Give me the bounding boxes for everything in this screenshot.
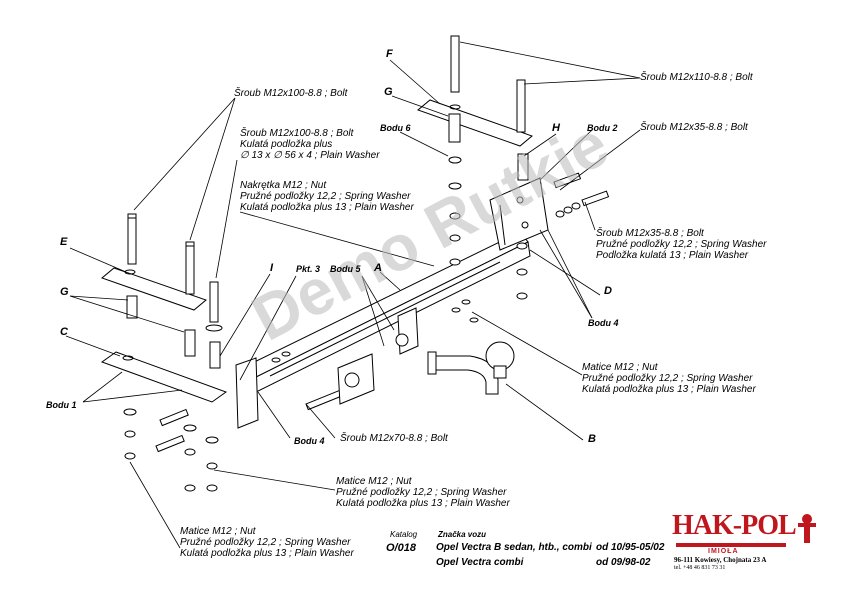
crossbar-beam — [237, 231, 531, 397]
washer-stack — [123, 156, 581, 492]
spacer-g-left-3 — [209, 341, 221, 369]
spacer-h — [517, 153, 529, 181]
callout-bolt-m12x100-washer: Šroub M12x100-8.8 ; Bolt Kulatá podložka… — [240, 128, 380, 161]
label-bodu-4-right: Bodu 4 — [588, 318, 619, 328]
car-1-date: od 10/95-05/02 — [596, 542, 665, 553]
callout-bolt-m12x70: Šroub M12x70-8.8 ; Bolt — [340, 433, 448, 444]
label-b: B — [588, 433, 596, 445]
callout-line: Kulatá podložka plus — [240, 139, 333, 150]
tow-ball-assembly — [427, 341, 515, 395]
callout-nut-bottom: Matice M12 ; Nut Pružné podložky 12,2 ; … — [180, 526, 354, 559]
logo-name: HAK-POL — [672, 510, 797, 541]
bolt-m12x70 — [155, 386, 350, 453]
label-a: A — [374, 262, 382, 274]
callout-line: Šroub M12x35-8.8 ; Bolt — [596, 228, 704, 239]
katalog-value: O/018 — [386, 542, 416, 554]
label-pkt-3: Pkt. 3 — [296, 264, 321, 274]
callout-nut-right: Matice M12 ; Nut Pružné podložky 12,2 ; … — [582, 362, 756, 395]
label-g-left: G — [60, 286, 69, 298]
callout-bolt-m12x35-top: Šroub M12x35-8.8 ; Bolt — [640, 122, 748, 133]
left-side-bracket — [235, 357, 259, 429]
callout-bolt-m12x100-left: Šroub M12x100-8.8 ; Bolt — [234, 88, 348, 99]
callout-line: Pružné podložky 12,2 ; Spring Washer — [336, 487, 507, 498]
label-h: H — [552, 122, 560, 134]
callout-nut-center: Matice M12 ; Nut Pružné podložky 12,2 ; … — [336, 476, 510, 509]
bolt-m12x110 — [450, 35, 526, 133]
label-bodu-1: Bodu 1 — [46, 400, 77, 410]
label-bodu-6: Bodu 6 — [380, 123, 411, 133]
logo-bar — [676, 543, 786, 547]
callout-line: Kulatá podložka plus 13 ; Plain Washer — [336, 498, 510, 509]
callout-bolt-m12x110: Šroub M12x110-8.8 ; Bolt — [640, 72, 753, 83]
callout-bolt-m12x35-right: Šroub M12x35-8.8 ; Bolt Pružné podložky … — [596, 228, 766, 261]
label-d: D — [604, 285, 612, 297]
logo-address: 96-111 Kowiesy, Chojnata 23 A — [674, 556, 767, 564]
car-1: Opel Vectra B sedan, htb., combi — [436, 542, 592, 553]
label-f: F — [386, 48, 393, 60]
label-bodu-2: Bodu 2 — [587, 123, 618, 133]
plate-c — [100, 351, 228, 403]
katalog-label: Katalog — [390, 530, 418, 539]
label-bodu-4-left: Bodu 4 — [294, 436, 325, 446]
label-e: E — [60, 236, 68, 248]
right-side-bracket — [489, 177, 549, 251]
callout-line: Kulatá podložka plus 13 ; Plain Washer — [240, 202, 414, 213]
plate-f — [417, 99, 533, 147]
callout-line: Pružné podložky 12,2 ; Spring Washer — [582, 373, 753, 384]
label-bodu-5: Bodu 5 — [330, 264, 361, 274]
callout-line: Matice M12 ; Nut — [336, 476, 412, 487]
car-2: Opel Vectra combi — [436, 557, 524, 568]
callout-line: Podložka kulatá 13 ; Plain Washer — [596, 250, 749, 261]
callout-line: Matice M12 ; Nut — [582, 362, 658, 373]
callout-line: Pružné podložky 12,2 ; Spring Washer — [180, 537, 351, 548]
spacer-g-right — [448, 113, 461, 143]
callout-nut-top: Nakrętka M12 ; Nut Pružné podložky 12,2 … — [240, 180, 414, 213]
socket-plate — [337, 353, 375, 405]
callout-line: Kulatá podložka plus 13 ; Plain Washer — [180, 548, 354, 559]
label-g-right: G — [384, 86, 393, 98]
car-2-date: od 09/98-02 — [596, 557, 651, 568]
callout-line: Nakrętka M12 ; Nut — [240, 180, 327, 191]
leader-lines — [65, 41, 641, 549]
hak-pol-logo: HAK-POL IMIOŁA 96-111 Kowiesy, Chojnata … — [672, 510, 822, 571]
bolt-m12x100-washer — [205, 281, 223, 332]
label-c: C — [60, 326, 68, 338]
label-i: I — [270, 262, 274, 274]
bolt-m12x100-left — [127, 213, 137, 265]
callout-line: Šroub M12x100-8.8 ; Bolt — [240, 128, 354, 139]
callout-line: Kulatá podložka plus 13 ; Plain Washer — [582, 384, 756, 395]
neck-hanger — [395, 307, 419, 355]
callout-line: Pružné podložky 12,2 ; Spring Washer — [240, 191, 411, 202]
znacka-label: Značka vozu — [438, 530, 487, 539]
bolt-m12x35 — [553, 172, 610, 207]
spacer-g-left-2 — [184, 329, 196, 357]
logo-sub: IMIOŁA — [708, 548, 739, 555]
callout-line: Pružné podložky 12,2 ; Spring Washer — [596, 239, 767, 250]
spacer-g-left-1 — [126, 295, 138, 319]
tow-hook-icon — [798, 514, 816, 543]
logo-tel: tel. +48 46 831 73 31 — [674, 565, 726, 571]
callout-line: Matice M12 ; Nut — [180, 526, 256, 537]
callout-line: ∅ 13 x ∅ 56 x 4 ; Plain Washer — [240, 150, 380, 161]
bolt-m12x100-center — [185, 241, 195, 295]
